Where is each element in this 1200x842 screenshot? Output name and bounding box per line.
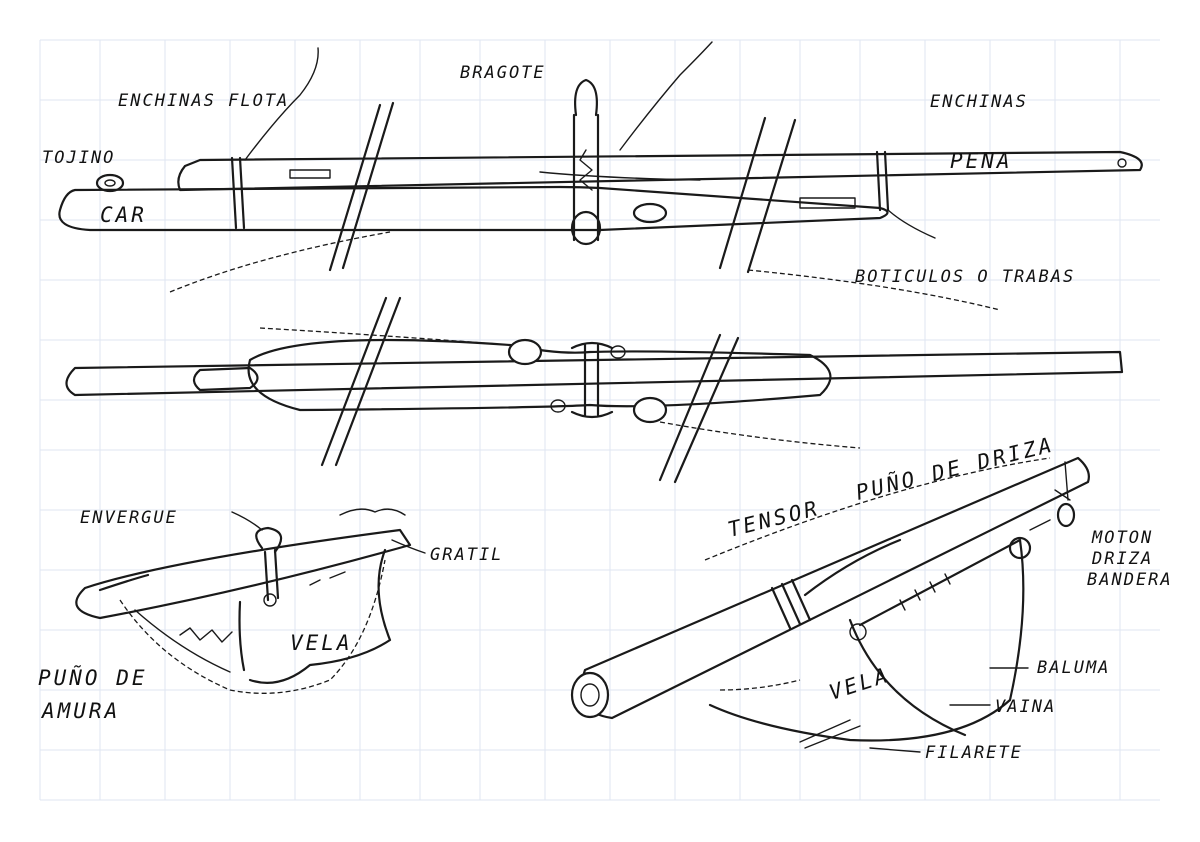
label-enchinas-flota: ENCHINAS FLOTA [118, 91, 289, 111]
label-boticulos: BOTICULOS O TRABAS [855, 267, 1075, 287]
label-filarete: FILARETE [925, 743, 1023, 763]
tojino-cleat [95, 173, 125, 193]
label-pena: PENA [950, 149, 1013, 173]
label-gratil: GRATIL [430, 545, 503, 565]
label-puno-driza: PUÑO DE DRIZA [853, 430, 1057, 504]
label-car: CAR [100, 203, 147, 227]
label-moton: MOTON [1091, 528, 1153, 548]
label-enchinas: ENCHINAS [930, 92, 1028, 112]
label-bragote: BRAGOTE [460, 63, 546, 83]
background-grid [39, 39, 1160, 801]
label-driza: DRIZA [1091, 549, 1153, 569]
label-envergue: ENVERGUE [80, 508, 178, 528]
moton-block [1008, 536, 1032, 560]
head-clew-detail [570, 456, 1090, 753]
label-vaina: VAINA [995, 697, 1056, 717]
label-bandera: BANDERA [1087, 570, 1173, 590]
tack-clew-detail [75, 508, 426, 694]
label-amura: AMURA [40, 699, 120, 723]
labels: ENCHINAS FLOTA TOJINO CAR BRAGOTE ENCHIN… [38, 63, 1173, 763]
label-puno-de: PUÑO DE [38, 664, 148, 690]
yard-side-view [65, 296, 1124, 484]
yard-top-view [58, 41, 1143, 311]
label-vela-left: VELA [290, 631, 353, 655]
label-tojino: TOJINO [42, 148, 115, 168]
label-baluma: BALUMA [1037, 658, 1110, 678]
